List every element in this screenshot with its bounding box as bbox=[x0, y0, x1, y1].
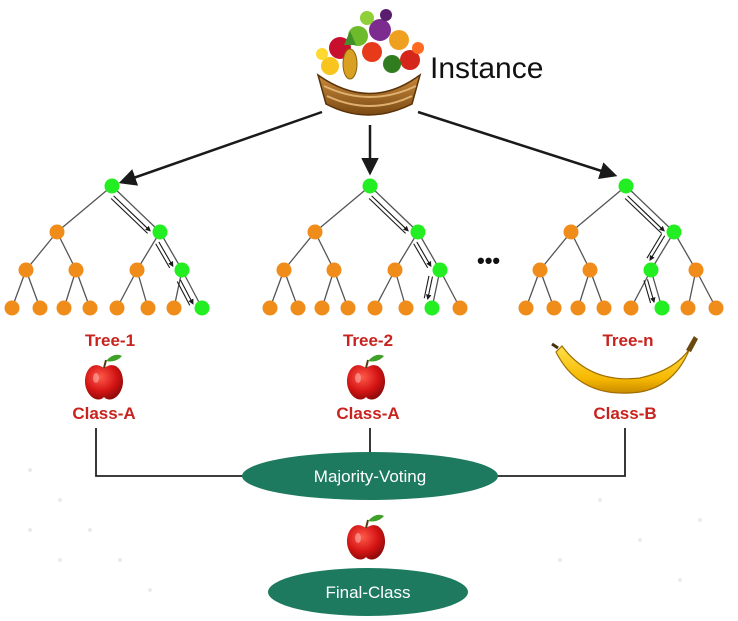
decision-path-arrow bbox=[176, 281, 191, 306]
decision-path-arrow bbox=[371, 195, 409, 232]
tree-edge bbox=[25, 231, 58, 271]
decision-path-arrow bbox=[643, 280, 652, 304]
tree-node-active bbox=[152, 224, 168, 240]
tree-node-active bbox=[643, 262, 659, 278]
tree-node bbox=[56, 300, 72, 316]
decision-path-arrow bbox=[416, 241, 432, 268]
tree-edge bbox=[314, 185, 371, 233]
tree-n-banana-icon bbox=[551, 336, 698, 394]
tree-node bbox=[276, 262, 292, 278]
decision-tree-1 bbox=[4, 178, 210, 316]
tree-edge bbox=[570, 185, 627, 233]
trees-layer bbox=[4, 178, 724, 316]
tree-2-prediction: Class-A bbox=[336, 404, 399, 423]
instance-label: Instance bbox=[430, 52, 543, 85]
tree-node bbox=[109, 300, 125, 316]
tree-node bbox=[546, 300, 562, 316]
decision-path-arrow bbox=[646, 279, 656, 304]
background-dots bbox=[28, 468, 702, 592]
tree-node bbox=[290, 300, 306, 316]
tree-node bbox=[570, 300, 586, 316]
tree-n-label: Tree-n bbox=[602, 331, 653, 350]
tree-node-active bbox=[432, 262, 448, 278]
tree-node bbox=[140, 300, 156, 316]
tree-node-active bbox=[618, 178, 634, 194]
tree-edge bbox=[539, 231, 572, 271]
tree-node-active bbox=[362, 178, 378, 194]
decision-path-arrow bbox=[110, 198, 148, 234]
decision-path-arrow bbox=[425, 276, 434, 301]
arrow-to-tree-n bbox=[417, 110, 618, 180]
tree-node bbox=[518, 300, 534, 316]
tree-node bbox=[68, 262, 84, 278]
tree-node bbox=[596, 300, 612, 316]
decision-tree-3 bbox=[518, 178, 724, 316]
decision-path-arrow bbox=[627, 195, 665, 232]
tree-n-prediction: Class-B bbox=[593, 404, 656, 423]
tree-node bbox=[166, 300, 182, 316]
decision-path-arrow bbox=[113, 195, 151, 232]
final-apple-icon bbox=[346, 514, 386, 560]
tree-node bbox=[340, 300, 356, 316]
more-trees-ellipsis: ••• bbox=[477, 248, 500, 273]
tree-node bbox=[563, 224, 579, 240]
decision-path-arrow bbox=[646, 233, 663, 259]
vote-connectors bbox=[95, 428, 626, 477]
tree-node bbox=[532, 262, 548, 278]
tree-node bbox=[688, 262, 704, 278]
tree-node-active bbox=[654, 300, 670, 316]
tree-node bbox=[623, 300, 639, 316]
arrow-to-tree-1 bbox=[118, 110, 323, 186]
tree-edge bbox=[369, 185, 419, 233]
instance-arrows bbox=[118, 110, 618, 186]
decision-path-arrow bbox=[179, 279, 194, 305]
tree-2-label: Tree-2 bbox=[343, 331, 393, 350]
tree-node-active bbox=[174, 262, 190, 278]
final-class-label: Final-Class bbox=[325, 583, 410, 602]
tree-node bbox=[314, 300, 330, 316]
tree-node-active bbox=[666, 224, 682, 240]
decision-path-arrow bbox=[368, 198, 406, 234]
decision-path-arrow bbox=[155, 243, 171, 269]
tree-node bbox=[129, 262, 145, 278]
tree-node bbox=[452, 300, 468, 316]
tree-1-apple-icon bbox=[84, 354, 124, 400]
tree-node-active bbox=[194, 300, 210, 316]
tree-node bbox=[367, 300, 383, 316]
tree-node bbox=[398, 300, 414, 316]
tree-node bbox=[582, 262, 598, 278]
tree-node bbox=[387, 262, 403, 278]
tree-node bbox=[680, 300, 696, 316]
tree-node-active bbox=[424, 300, 440, 316]
decision-tree-2 bbox=[262, 178, 468, 316]
decision-path-arrow bbox=[649, 235, 666, 261]
tree-1-label: Tree-1 bbox=[85, 331, 135, 350]
tree-node bbox=[326, 262, 342, 278]
tree-node bbox=[82, 300, 98, 316]
tree-2-apple-icon bbox=[346, 354, 386, 400]
tree-node bbox=[18, 262, 34, 278]
tree-node-active bbox=[104, 178, 120, 194]
decision-path-arrow bbox=[413, 243, 429, 269]
tree-node bbox=[4, 300, 20, 316]
tree-node bbox=[49, 224, 65, 240]
decision-path-arrow bbox=[624, 198, 662, 234]
tree-node-active bbox=[410, 224, 426, 240]
tree-edge bbox=[56, 185, 113, 233]
tree-1-prediction: Class-A bbox=[72, 404, 135, 423]
decision-path-arrow bbox=[158, 241, 174, 268]
final-class-node bbox=[268, 568, 468, 616]
tree-node bbox=[307, 224, 323, 240]
tree-edge bbox=[625, 185, 675, 233]
tree-edge bbox=[283, 231, 316, 271]
majority-voting-label: Majority-Voting bbox=[314, 467, 426, 486]
decision-path-arrow bbox=[423, 275, 430, 299]
tree-node bbox=[708, 300, 724, 316]
tree-edge bbox=[111, 185, 161, 233]
fruit-basket-icon bbox=[316, 9, 424, 116]
tree-node bbox=[262, 300, 278, 316]
tree-node bbox=[32, 300, 48, 316]
majority-voting-node bbox=[242, 452, 498, 500]
